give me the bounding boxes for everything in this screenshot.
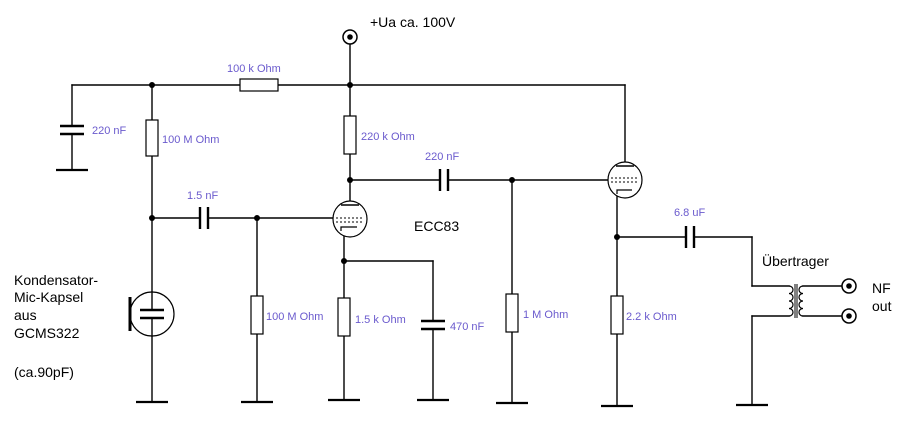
resistor-2k2 <box>610 295 624 335</box>
resistor-100M-top <box>145 119 159 157</box>
label-output-line-1: NF <box>872 280 891 296</box>
label-capacitor-220n-left: 220 nF <box>92 125 127 137</box>
label-resistor-1M: 1 M Ohm <box>523 309 568 321</box>
resistor-100M-bottom <box>250 295 264 335</box>
microphone-capsule-icon <box>128 291 175 337</box>
resistor-220k <box>343 115 357 155</box>
output-terminal-2 <box>841 308 857 324</box>
resistor-100k <box>239 78 279 92</box>
label-resistor-2k2: 2.2 k Ohm <box>626 311 677 323</box>
wires <box>71 43 844 407</box>
label-capacitor-6u8: 6.8 uF <box>674 207 705 219</box>
junctions <box>149 82 620 264</box>
supply-label: +Ua ca. 100V <box>370 14 456 30</box>
label-capacitor-1n5: 1.5 nF <box>187 190 218 202</box>
label-resistor-1k5: 1.5 k Ohm <box>355 314 406 326</box>
label-resistor-100M-top: 100 M Ohm <box>162 134 219 146</box>
mic-capacitance: (ca.90pF) <box>14 364 74 380</box>
mic-text-line-1: Kondensator- <box>14 272 98 288</box>
resistor-1k5 <box>337 297 351 337</box>
output-terminal-1 <box>841 278 857 294</box>
capacitor-220n-mid <box>438 169 450 191</box>
supply-terminal <box>342 29 358 45</box>
mic-text-line-4: GCMS322 <box>14 325 80 341</box>
label-transformer: Übertrager <box>762 252 829 269</box>
capacitor-6u8 <box>684 226 696 248</box>
label-resistor-220k: 220 k Ohm <box>361 131 415 143</box>
label-tube: ECC83 <box>414 218 459 234</box>
mic-text-line-2: Mic-Kapsel <box>14 289 83 305</box>
transformer-icon <box>788 284 804 318</box>
label-output-line-2: out <box>872 298 892 314</box>
capacitor-220n-left <box>60 124 84 136</box>
ground-symbols <box>56 168 768 408</box>
capacitor-470n <box>421 319 445 331</box>
label-capacitor-470n: 470 nF <box>450 321 485 333</box>
vacuum-tube-1-icon <box>332 200 368 238</box>
vacuum-tube-2-icon <box>607 161 643 199</box>
label-capacitor-220n-mid: 220 nF <box>425 151 460 163</box>
label-resistor-100M-bottom: 100 M Ohm <box>266 311 323 323</box>
label-resistor-100k: 100 k Ohm <box>227 63 281 75</box>
capacitor-1n5 <box>198 207 210 229</box>
mic-text-line-3: aus <box>14 307 37 323</box>
resistor-1M <box>505 293 519 333</box>
